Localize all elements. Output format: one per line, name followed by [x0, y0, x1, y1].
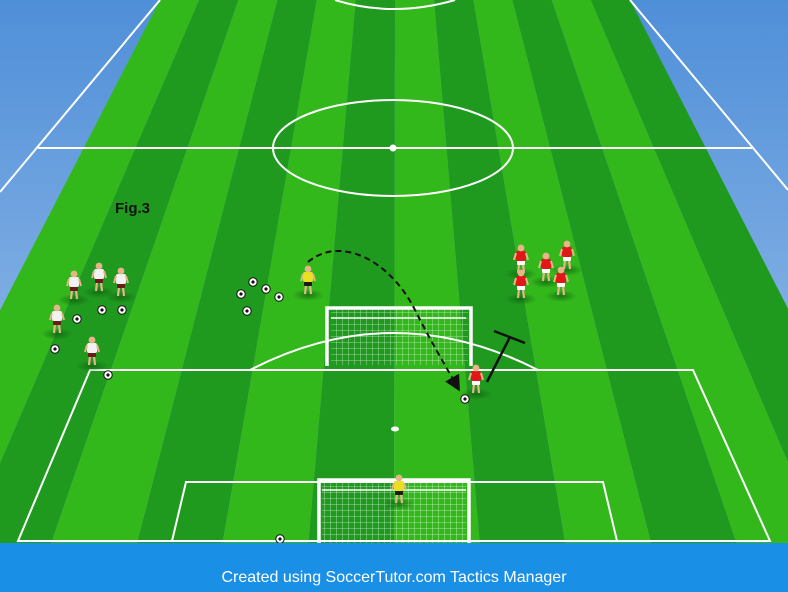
player-figure-icon — [292, 265, 324, 301]
soccer-ball-icon — [103, 370, 113, 380]
centre-spot — [389, 144, 397, 152]
pitch-stripe — [512, 0, 737, 543]
left-touchline — [0, 0, 161, 193]
pitch-stripe — [137, 0, 317, 543]
soccer-ball-icon — [72, 314, 82, 324]
soccer-ball-icon — [248, 277, 258, 287]
lower-goal — [317, 478, 471, 545]
player-figure-icon — [105, 267, 137, 303]
soccer-ball-icon — [460, 394, 470, 404]
players-and-balls — [41, 240, 583, 556]
soccer-ball-icon — [261, 284, 271, 294]
pass-arrow-dashed — [307, 250, 460, 392]
pitch-stripes — [0, 0, 788, 543]
pitch-stripe — [434, 0, 566, 543]
run-arrow — [485, 329, 526, 383]
top-centre-arc — [334, 0, 456, 10]
soccer-ball-icon — [274, 292, 284, 302]
soccer-ball-icon — [97, 305, 107, 315]
right-touchline — [629, 0, 788, 191]
player-figure-icon — [58, 270, 90, 306]
player-figure-icon — [460, 364, 492, 400]
player-figure-icon — [383, 474, 415, 510]
soccer-ball-icon — [117, 305, 127, 315]
player-figure-icon — [545, 266, 577, 302]
soccer-ball-icon — [50, 344, 60, 354]
penalty-spot — [391, 426, 399, 432]
soccer-ball-icon — [236, 289, 246, 299]
figure-label: Fig.3 — [115, 200, 151, 217]
soccer-ball-icon — [242, 306, 252, 316]
pitch-stripe — [51, 0, 278, 543]
player-figure-icon — [505, 269, 537, 305]
upper-goal — [325, 306, 473, 366]
footer-credit: Created using SoccerTutor.com Tactics Ma… — [0, 543, 788, 592]
pitch-stripe — [222, 0, 356, 543]
soccer-ball-icon — [275, 534, 285, 544]
player-figure-icon — [41, 304, 73, 340]
centre-circle — [272, 99, 514, 197]
pitch-stripe — [551, 0, 788, 543]
pitch-stripe — [394, 0, 480, 543]
goal-area — [170, 481, 619, 542]
pitch-stripe — [590, 0, 788, 463]
pitch-stripe — [308, 0, 395, 543]
player-figure-icon — [76, 336, 108, 372]
